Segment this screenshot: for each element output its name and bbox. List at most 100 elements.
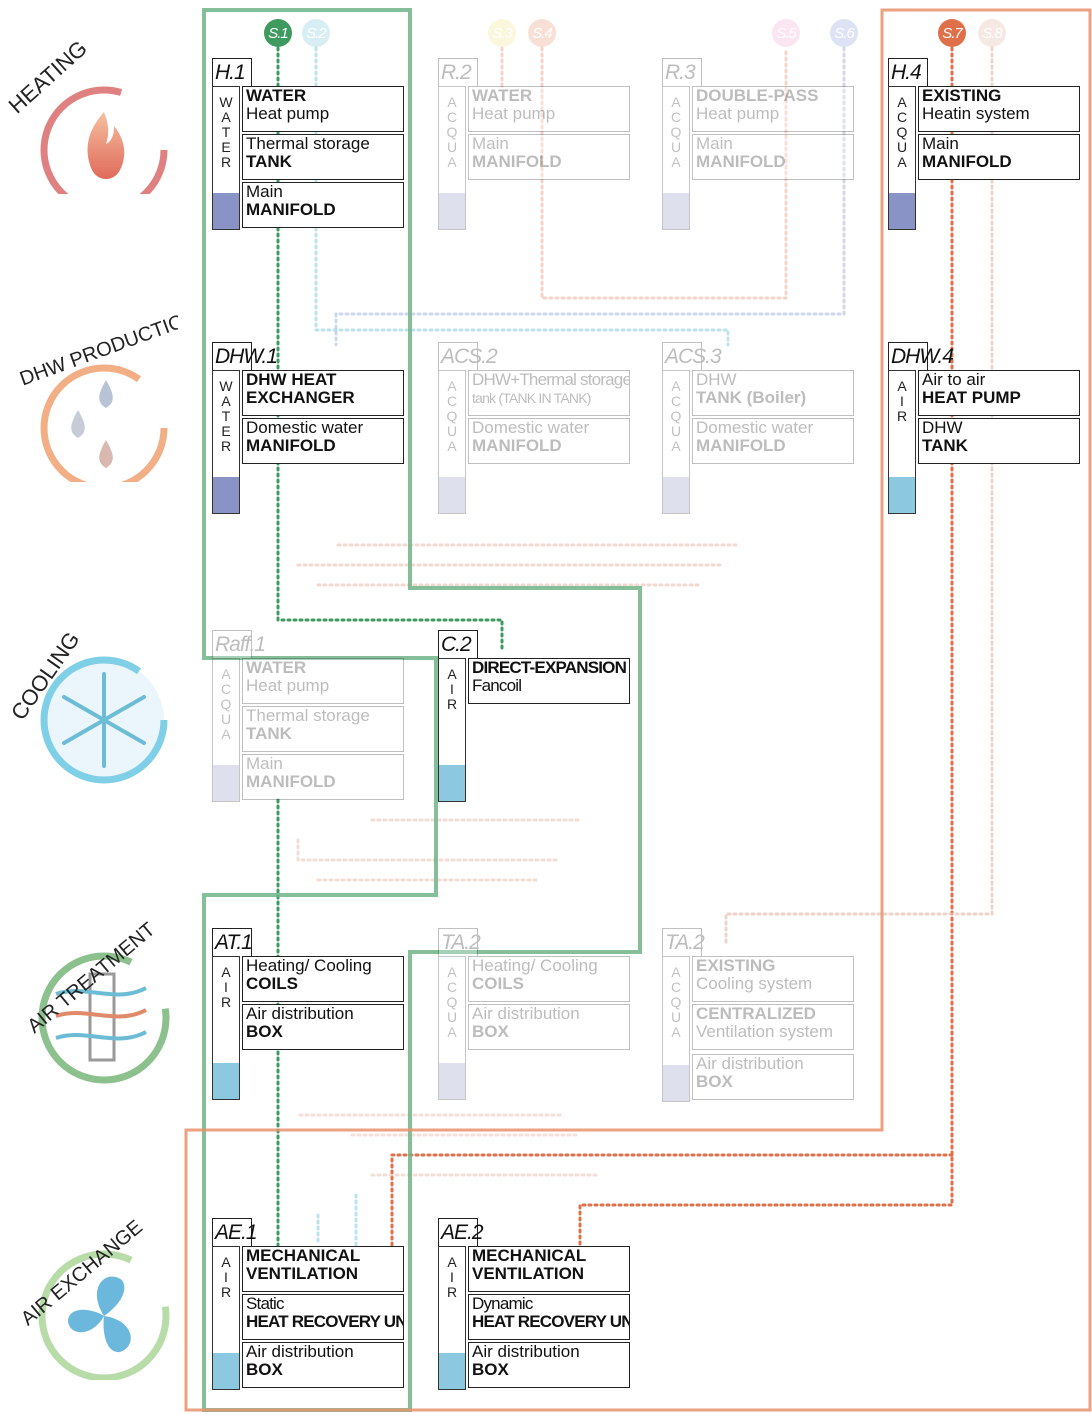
side-bar-water: W A T E R — [212, 86, 240, 230]
module-cell-text: VENTILATION — [472, 1264, 585, 1283]
module-code: AE.2 — [438, 1218, 484, 1246]
side-bar: A C Q U A — [662, 956, 690, 1102]
air-wave-icon — [439, 765, 465, 801]
side-bar: A C Q U A — [212, 658, 240, 802]
side-bar-letters: A I R — [446, 666, 458, 712]
scenario-path-s6 — [334, 46, 846, 347]
module-cell-text: TANK — [246, 724, 292, 743]
module-cell-text: Main — [922, 134, 959, 153]
module-cell-text: TANK — [922, 436, 968, 455]
snowflake-icon: COOLING — [6, 627, 168, 784]
module-cell-text: Thermal storage — [246, 706, 370, 725]
scenario-badge-s6: S.6 — [830, 19, 858, 47]
module-code: ACS.3 — [662, 342, 722, 370]
module-code: AE.1 — [212, 1218, 258, 1246]
side-bar-letters: A C Q U A — [670, 378, 682, 454]
scenario-badge-s1: S.1 — [264, 19, 292, 47]
module-cell-text: Main — [472, 134, 509, 153]
module-cell-text: Domestic water — [696, 418, 814, 437]
side-bar: A I R — [212, 1246, 240, 1390]
scenario-badge-s4: S.4 — [528, 19, 556, 47]
air-wave-icon — [439, 1353, 465, 1389]
module-cell-text: EXISTING — [922, 86, 1002, 105]
module-cell-text: Main — [696, 134, 733, 153]
side-bar-letters: W A T E R — [219, 378, 233, 454]
module-cell-text: COILS — [472, 974, 524, 993]
module-code: DHW.1 — [212, 342, 278, 370]
module-cell-text: tank (TANK IN TANK) — [472, 390, 591, 406]
side-bar-letters: A I R — [446, 1254, 458, 1300]
module-cell-text: Ventilation system — [696, 1022, 834, 1041]
module-cell-text: Heatin system — [922, 104, 1030, 123]
module-cell-text: DOUBLE-PASS — [696, 86, 819, 105]
water-drop-icon — [663, 1065, 689, 1101]
water-drop-icon — [439, 193, 465, 229]
side-bar: A I R — [438, 1246, 466, 1390]
module-code: DHW.4 — [888, 342, 954, 370]
module-cell-text: Air distribution — [696, 1054, 804, 1073]
module-code: H.4 — [888, 58, 928, 86]
module-cell-text: VENTILATION — [246, 1264, 359, 1283]
module-cell-text: MANIFOLD — [246, 772, 336, 791]
module-cell-text: HEAT PUMP — [922, 388, 1021, 407]
module-cell-text: Static — [246, 1294, 285, 1313]
side-bar-letters: A C Q U A — [896, 94, 908, 170]
air-wave-icon — [889, 477, 915, 513]
module-code: C.2 — [438, 630, 478, 658]
module-cell-text: Heat pump — [472, 104, 556, 123]
side-bar: A I R — [888, 370, 916, 514]
module-cell-text: EXCHANGER — [246, 388, 355, 407]
side-bar-letters: A C Q U A — [670, 964, 682, 1040]
module-cell-text: Fancoil — [472, 676, 522, 695]
module-cell-text: Domestic water — [246, 418, 364, 437]
module-cell-text: BOX — [246, 1360, 283, 1379]
module-cell-text: Heating/ Cooling — [472, 956, 598, 975]
water-drop-icon — [889, 193, 915, 229]
scenario-path-s4 — [500, 46, 788, 300]
module-cell-text: DHW — [696, 370, 737, 389]
module-code: AT.1 — [212, 928, 253, 956]
side-bar-letters: A I R — [220, 964, 232, 1010]
module-cell-text: BOX — [472, 1360, 509, 1379]
module-code: ACS.2 — [438, 342, 498, 370]
water-drop-icon — [213, 765, 239, 801]
module-cell-text: Air distribution — [246, 1342, 354, 1361]
module-cell-text: WATER — [246, 86, 307, 105]
module-cell-text: DIRECT-EXPANSION — [472, 658, 627, 677]
side-bar-letters: W A T E R — [219, 94, 233, 170]
module-code: TA.2 — [662, 928, 705, 956]
water-drop-icon — [213, 193, 239, 229]
module-cell-text: MECHANICAL — [472, 1246, 587, 1265]
side-bar-letters: A I R — [896, 378, 908, 424]
side-bar: A C Q U A — [438, 370, 466, 514]
side-bar: A I R — [438, 658, 466, 802]
air-exchange-row-icon: AIR EXCHANGE — [6, 1208, 178, 1382]
dhw-row-icon: DHW PRODUCTION — [6, 306, 201, 492]
module-code: R.2 — [438, 58, 478, 86]
module-cell-text: Main — [246, 754, 283, 773]
side-bar: A C Q U A — [438, 86, 466, 230]
water-drop-icon — [213, 477, 239, 513]
side-bar-letters: A C Q U A — [220, 666, 232, 742]
module-cell-text: DHW HEAT — [246, 370, 337, 389]
module-cell-text: MANIFOLD — [472, 436, 562, 455]
module-cell-text: Main — [246, 182, 283, 201]
side-bar: A I R — [212, 956, 240, 1100]
module-code: Raff.1 — [212, 630, 266, 658]
module-cell-text: EXISTING — [696, 956, 776, 975]
